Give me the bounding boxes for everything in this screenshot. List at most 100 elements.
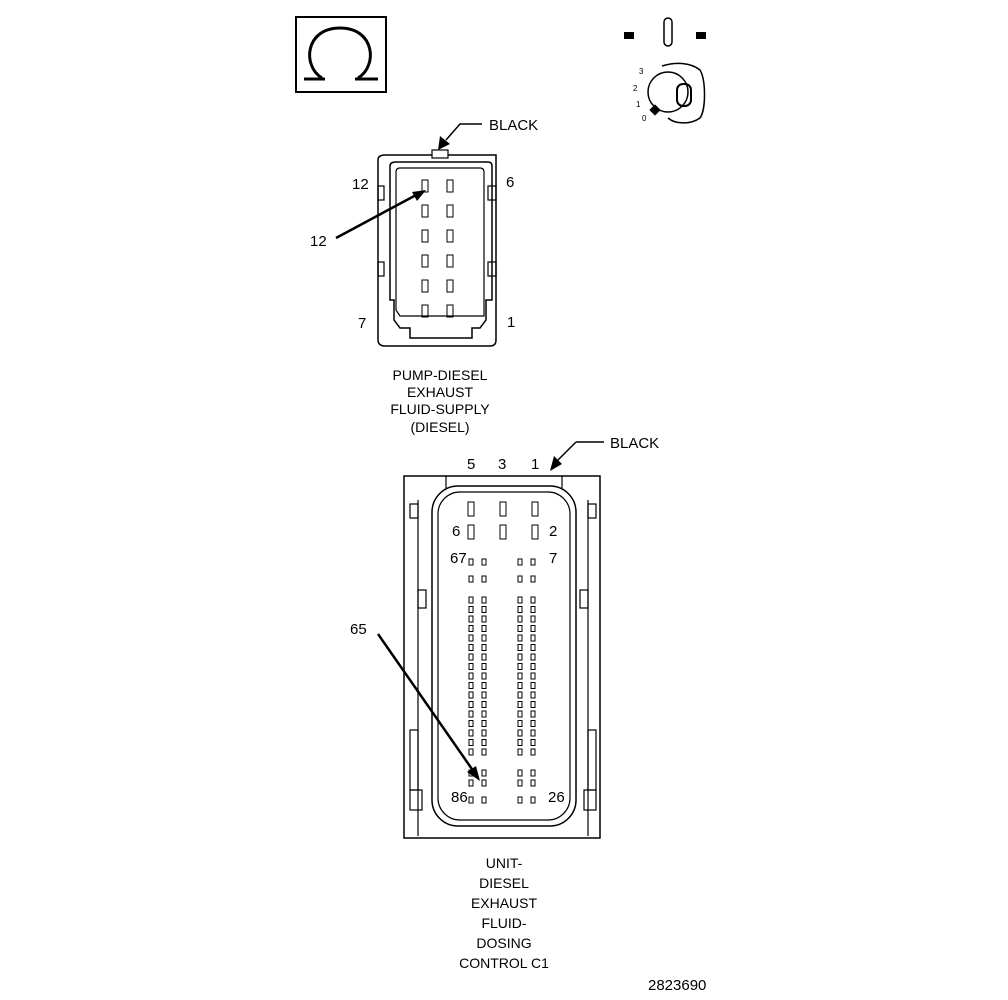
connector-2-small-pin-cavity (530, 796, 536, 804)
connector-1-callout-label: 12 (310, 233, 327, 250)
connector-2-small-pin-cavity (530, 644, 536, 651)
connector-1-name-line-4: (DIESEL) (410, 419, 469, 435)
connector-2-small-pin-cavity (530, 682, 536, 689)
key-position-0: 0 (642, 114, 647, 123)
connector-1-pin-cavity (421, 279, 429, 293)
connector-2-small-pin-cavity (530, 558, 536, 566)
connector-2-small-pin-cavity (517, 653, 523, 661)
connector-1-pin-cavity (421, 204, 429, 218)
connector-2-small-pin-cavity (468, 606, 474, 613)
connector-2-pin-label-6: 6 (452, 523, 460, 540)
connector-2-name-line-3: EXHAUST (471, 895, 538, 911)
connector-2-small-pin-cavity (468, 615, 474, 623)
connector-2-top-label-1: 1 (531, 456, 539, 473)
connector-2-small-pin-cavity (517, 625, 523, 632)
connector-2-small-pin-cavity (468, 796, 474, 804)
connector-2-small-pin-cavity (530, 663, 536, 670)
connector-2-small-pin-cavity (481, 796, 487, 804)
connector-2-small-pin-cavity (530, 729, 536, 737)
connector-2-small-pin-cavity (530, 606, 536, 613)
connector-2-small-pin-cavity (517, 779, 523, 787)
connector-2-callout-label: 65 (350, 621, 367, 638)
connector-1-pin-cavity (421, 304, 429, 318)
connector-2-small-pin-cavity (468, 672, 474, 680)
connector-1-pin-cavity (446, 254, 454, 268)
connector-2-small-pin-cavity (481, 625, 487, 632)
connector-2-small-pin-cavity (468, 644, 474, 651)
connector-2-small-pin-cavity (530, 701, 536, 708)
connector-2-top-label-5: 5 (467, 456, 475, 473)
connector-2-name-line-2: DIESEL (479, 875, 529, 891)
connector-2-large-pin-cavity (531, 524, 539, 540)
key-position-2: 2 (633, 84, 638, 93)
connector-2-small-pin-cavity (530, 615, 536, 623)
key-switch-icon: 3 2 1 0 (624, 17, 706, 124)
connector-2-small-pin-cavity (517, 606, 523, 613)
connector-1-pin-cavity (446, 279, 454, 293)
connector-2-small-pin-cavity (481, 691, 487, 699)
connector-1-pin-cavity (421, 254, 429, 268)
connector-2-small-pin-cavity (481, 644, 487, 651)
connector-2-small-pin-cavity (468, 779, 474, 787)
connector-2-pin-label-2: 2 (549, 523, 557, 540)
connector-2-small-pin-cavity (468, 710, 474, 718)
connector-2-small-pin-cavity (517, 796, 523, 804)
connector-2-small-pin-cavity (530, 575, 536, 583)
connector-2-small-pin-cavity (530, 653, 536, 661)
connector-2-small-pin-cavity (517, 691, 523, 699)
connector-2-small-pin-cavity (481, 701, 487, 708)
connector-2-small-pin-cavity (517, 682, 523, 689)
connector-2-small-pin-cavity (468, 634, 474, 642)
connector-2-small-pin-cavity (468, 720, 474, 727)
key-position-1: 1 (636, 100, 641, 109)
connector-2-small-pin-cavity (517, 596, 523, 604)
connector-2-small-pin-cavity (517, 575, 523, 583)
connector-2-small-pin-cavity (468, 691, 474, 699)
connector-2-pin-label-7: 7 (549, 550, 557, 567)
key-position-3: 3 (639, 67, 644, 76)
connector-2-small-pin-cavity (530, 739, 536, 746)
connector-2-pin-label-86: 86 (451, 789, 468, 806)
connector-2-small-pin-cavity (468, 739, 474, 746)
omega-legend (295, 16, 387, 93)
connector-1-pin-cavity (446, 304, 454, 318)
connector-2-large-pin-cavity (499, 524, 507, 540)
connector-2-small-pin-cavity (517, 701, 523, 708)
connector-2-small-pin-cavity (468, 625, 474, 632)
connector-2-large-pin-cavity (499, 501, 507, 517)
connector-2-name-line-1: UNIT- (486, 855, 523, 871)
connector-2-name-line-5: DOSING (476, 935, 531, 951)
connector-2-pin-label-67: 67 (450, 550, 467, 567)
connector-2-small-pin-cavity (481, 615, 487, 623)
connector-2-small-pin-cavity (517, 615, 523, 623)
connector-2-small-pin-cavity (481, 710, 487, 718)
connector-2-small-pin-cavity (517, 558, 523, 566)
connector-2-small-pin-cavity (481, 748, 487, 756)
connector-1-pin-cavity (446, 179, 454, 193)
connector-2-small-pin-cavity (530, 691, 536, 699)
connector-2-small-pin-cavity (481, 672, 487, 680)
connector-2-small-pin-cavity (530, 625, 536, 632)
connector-2-small-pin-cavity (530, 720, 536, 727)
connector-2-color-label: BLACK (610, 435, 659, 452)
connector-1-color-label: BLACK (489, 117, 538, 134)
connector-2-small-pin-cavity (517, 748, 523, 756)
connector-2-small-pin-cavity (517, 720, 523, 727)
connector-2-small-pin-cavity (517, 769, 523, 777)
connector-2-small-pin-cavity (481, 596, 487, 604)
connector-2-small-pin-cavity (481, 769, 487, 777)
connector-2-small-pin-cavity (468, 729, 474, 737)
connector-2-top-label-3: 3 (498, 456, 506, 473)
connector-2: BLACK 5 3 1 6 2 67 7 86 26 65 (350, 435, 659, 971)
connector-2-large-pin-cavity (467, 524, 475, 540)
connector-2-small-pin-cavity (530, 769, 536, 777)
connector-2-name-line-6: CONTROL C1 (459, 955, 549, 971)
connector-1-pin-label-7: 7 (358, 315, 366, 332)
connector-2-small-pin-cavity (481, 653, 487, 661)
connector-1-pin-cavity (421, 229, 429, 243)
connector-2-small-pin-cavity (468, 748, 474, 756)
connector-2-small-pin-cavity (530, 634, 536, 642)
connector-2-small-pin-cavity (481, 663, 487, 670)
figure-id: 2823690 (648, 977, 706, 994)
connector-2-small-pin-cavity (517, 634, 523, 642)
